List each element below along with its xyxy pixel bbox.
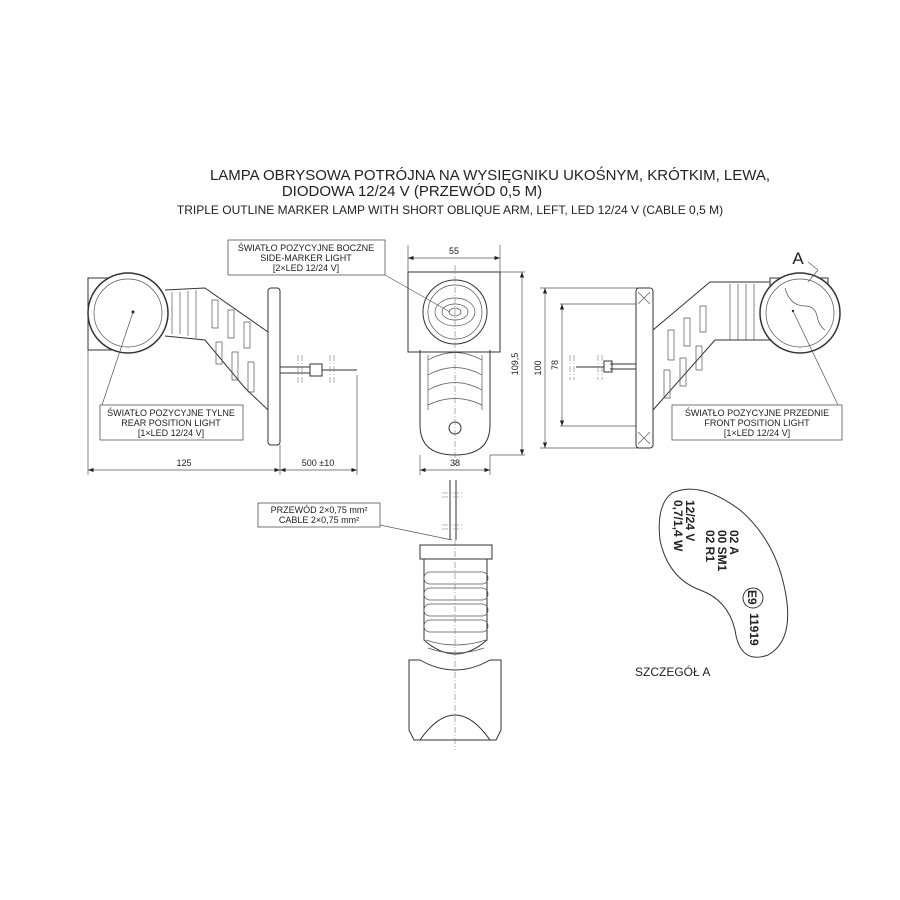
labels-side-0: ŚWIATŁO POZYCYJNE BOCZNE (238, 242, 374, 253)
rear-light-label: ŚWIATŁO POZYCYJNE TYLNE REAR POSITION LI… (99, 404, 244, 441)
detail-voltage: 12/24 V (683, 500, 697, 541)
labels-front-0: ŚWIATŁO POZYCYJNE PRZEDNIE (685, 407, 829, 418)
detail_a-lines-2: 02 A (727, 530, 741, 555)
detail-a-title: SZCZEGÓŁ A (635, 664, 710, 679)
dimension-hole-spacing: 78 (550, 304, 565, 426)
detail-a: 12/24 V 0,7/1,4 W 02 A 00 SM1 02 R1 E9 1… (635, 488, 789, 679)
labels-side-2: [2×LED 12/24 V] (273, 263, 339, 273)
dimensions-front_width: 55 (449, 246, 459, 256)
labels-rear-0: ŚWIATŁO POZYCYJNE TYLNE (107, 407, 235, 418)
dimensions-hole_spacing: 78 (550, 360, 560, 370)
dimension-length: 125 (88, 458, 280, 473)
dimensions-cable_length: 500 ±10 (302, 458, 334, 468)
dimensions-bottom_width: 38 (450, 458, 460, 468)
title-line-3: TRIPLE OUTLINE MARKER LAMP WITH SHORT OB… (177, 203, 723, 217)
detail-power: 0,7/1,4 W (671, 500, 685, 552)
side-marker-label: ŚWIATŁO POZYCYJNE BOCZNE SIDE-MARKER LIG… (227, 239, 386, 276)
rear-side-view (87, 272, 358, 475)
labels-side-1: SIDE-MARKER LIGHT (260, 253, 352, 263)
dimensions-height_total: 109,5 (510, 353, 520, 376)
e-mark-circle (742, 587, 764, 609)
labels-front-2: [1×LED 12/24 V] (724, 428, 790, 438)
front-side-view: A (540, 249, 841, 449)
detail_a-lines-4: 02 R1 (703, 530, 717, 562)
labels-cable-1: CABLE 2×0,75 mm² (279, 515, 359, 525)
dimension-height-flange: 100 (533, 288, 548, 448)
labels-front-1: FRONT POSITION LIGHT (704, 418, 810, 428)
dimension-cable-length: 500 ±10 (280, 458, 357, 473)
cable-label: PRZEWÓD 2×0,75 mm² CABLE 2×0,75 mm² (257, 502, 381, 528)
e-mark: E9 (745, 590, 759, 605)
dimension-height-total: 109,5 (510, 272, 525, 455)
front-light-label: ŚWIATŁO POZYCYJNE PRZEDNIE FRONT POSITIO… (671, 404, 843, 441)
labels-cable-0: PRZEWÓD 2×0,75 mm² (271, 505, 368, 515)
labels-rear-2: [1×LED 12/24 V] (138, 428, 204, 438)
dimension-front-width: 55 (408, 246, 500, 261)
dimensions-length: 125 (176, 458, 191, 468)
bottom-view (379, 480, 502, 750)
dimension-bottom-width: 38 (420, 458, 490, 473)
dimensions-height_flange: 100 (533, 360, 543, 375)
drawing-title: LAMPA OBRYSOWA POTRÓJNA NA WYSIĘGNIKU UK… (177, 166, 770, 217)
labels-rear-1: REAR POSITION LIGHT (121, 418, 221, 428)
approval-number: 11919 (747, 613, 761, 646)
detail-a-marker: A (792, 249, 804, 268)
title-line-2: DIODOWA 12/24 V (PRZEWÓD 0,5 M) (282, 183, 542, 200)
title-line-1: LAMPA OBRYSOWA POTRÓJNA NA WYSIĘGNIKU UK… (210, 166, 770, 184)
front-view (384, 245, 525, 475)
detail_a-lines-3: 00 SM1 (715, 530, 729, 572)
